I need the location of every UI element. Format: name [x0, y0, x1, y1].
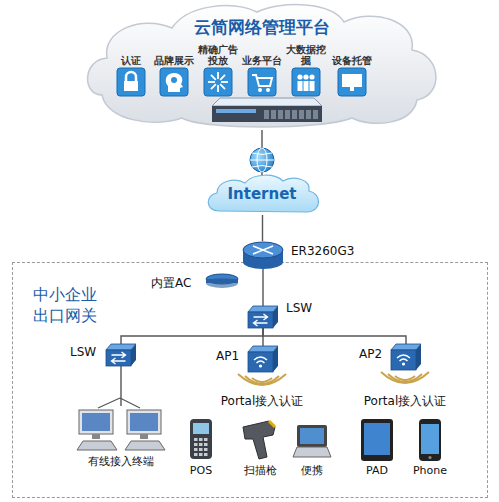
service-tile: 业务平台	[241, 40, 283, 98]
pc-link-split	[98, 398, 140, 408]
globe-icon	[250, 148, 274, 172]
shape-drawing	[153, 40, 195, 98]
pc-icon: 有线接入终端	[73, 406, 169, 452]
gateway-region: ER3260G3内置ACLSWLSWAP1AP2有线接入终端POS扫描枪便携PA…	[12, 262, 488, 498]
device-label: Phone	[413, 465, 447, 478]
device-label: AP2	[359, 348, 382, 362]
service-label: 品牌展示	[153, 40, 195, 66]
access-point-icon: AP2	[391, 344, 421, 370]
shape-drawing	[73, 406, 169, 452]
platform-cloud: 认证品牌展示精确广告投放业务平台大数据挖掘设备托管云简网络管理平台	[82, 0, 442, 130]
shape-drawing	[359, 419, 395, 461]
network-link	[121, 328, 263, 344]
shape-drawing	[241, 40, 283, 98]
device-label: LSW	[70, 346, 96, 360]
internet-cloud: Internet	[205, 175, 320, 215]
device-label: 扫描枪	[244, 465, 277, 478]
tablet-icon: PAD	[359, 419, 395, 461]
service-label: 大数据挖掘	[285, 40, 327, 66]
service-label: 设备托管	[331, 40, 373, 66]
service-tile: 认证	[110, 40, 152, 98]
region-title: 中小企业 出口网关	[33, 285, 103, 327]
shape-drawing	[106, 344, 136, 366]
shape-drawing	[110, 40, 152, 98]
scanner-icon: 扫描枪	[239, 419, 281, 461]
switch-icon: LSW	[106, 344, 136, 366]
ac-module-icon	[206, 274, 238, 288]
platform-title: 云简网络管理平台	[194, 18, 330, 38]
shape-drawing	[243, 241, 283, 269]
shape-drawing	[248, 346, 278, 372]
device-label: Internet	[227, 186, 296, 203]
shape-drawing	[331, 40, 373, 98]
shape-drawing	[416, 419, 444, 461]
router-icon: ER3260G3内置AC	[243, 241, 283, 269]
shape-drawing	[391, 344, 421, 370]
device-label: 便携	[301, 465, 323, 478]
wifi-waves	[238, 372, 429, 385]
auth-note: Portal接入认证	[362, 393, 448, 410]
device-label: 有线接入终端	[88, 456, 154, 469]
network-link	[263, 328, 406, 344]
service-tile: 设备托管	[331, 40, 373, 98]
shape-drawing	[239, 419, 281, 461]
shape-drawing	[248, 306, 278, 328]
device-label: AP1	[216, 350, 239, 364]
access-point-icon: AP1	[248, 346, 278, 372]
switch-icon: LSW	[248, 306, 278, 328]
laptop-icon: 便携	[291, 425, 333, 461]
pos-icon: POS	[186, 419, 216, 461]
device-label: ER3260G3	[291, 245, 354, 259]
shape-drawing	[186, 419, 216, 461]
service-label: 精确广告投放	[197, 40, 239, 66]
service-label: 认证	[110, 40, 152, 66]
service-tile: 品牌展示	[153, 40, 195, 98]
phone-icon: Phone	[416, 419, 444, 461]
device-label: POS	[190, 465, 212, 478]
network-link	[262, 269, 263, 306]
device-label: 内置AC	[151, 277, 191, 291]
network-link	[120, 366, 121, 406]
device-label: LSW	[286, 302, 312, 316]
service-tile: 大数据挖掘	[285, 40, 327, 98]
service-label: 业务平台	[241, 40, 283, 66]
device-label: PAD	[366, 465, 388, 478]
network-link	[262, 215, 263, 241]
auth-note: Portal接入认证	[219, 393, 305, 410]
service-tile: 精确广告投放	[197, 40, 239, 98]
shape-drawing	[291, 425, 333, 461]
